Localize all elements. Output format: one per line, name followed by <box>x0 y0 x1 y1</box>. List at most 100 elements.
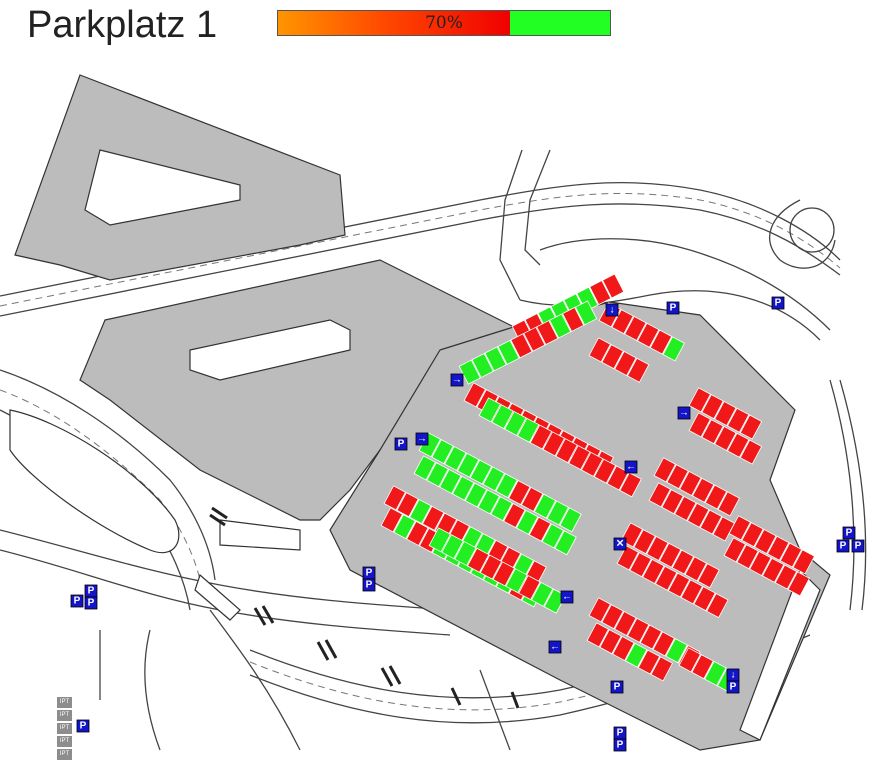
parking-space[interactable] <box>495 473 518 499</box>
parking-space[interactable] <box>728 515 751 541</box>
parking-space[interactable] <box>646 535 669 562</box>
parking-sign-icon[interactable]: P <box>851 539 865 553</box>
parking-sign-icon[interactable]: P <box>76 719 90 733</box>
parking-space[interactable] <box>741 522 764 548</box>
parking-space[interactable] <box>533 493 557 519</box>
parking-space[interactable] <box>554 530 577 556</box>
parking-sign-icon[interactable]: P <box>70 594 84 608</box>
parking-space[interactable] <box>508 480 531 506</box>
parking-space[interactable] <box>463 382 486 408</box>
arrow-left-sign-icon[interactable]: ← <box>548 640 562 654</box>
parking-space[interactable] <box>624 315 647 342</box>
parking-space[interactable] <box>688 412 711 438</box>
parking-space[interactable] <box>726 432 750 458</box>
parking-space[interactable] <box>505 568 528 594</box>
parking-space[interactable] <box>574 300 598 326</box>
parking-space[interactable] <box>593 458 617 484</box>
parking-space[interactable] <box>576 286 599 312</box>
parking-space[interactable] <box>549 313 572 339</box>
parking-space[interactable] <box>614 610 637 637</box>
parking-space[interactable] <box>541 523 564 549</box>
parking-sign-icon[interactable]: P <box>613 726 627 740</box>
parking-space[interactable] <box>649 329 673 355</box>
parking-space[interactable] <box>454 540 477 567</box>
arrow-right-sign-icon[interactable]: → <box>450 373 464 387</box>
parking-space[interactable] <box>626 617 650 643</box>
parking-space[interactable] <box>491 404 514 430</box>
parking-space[interactable] <box>588 337 611 363</box>
parking-space[interactable] <box>701 394 724 420</box>
parking-space[interactable] <box>650 656 673 682</box>
parking-space[interactable] <box>688 387 711 413</box>
parking-space[interactable] <box>691 477 715 503</box>
parking-space[interactable] <box>428 527 451 553</box>
parking-space[interactable] <box>515 509 539 535</box>
parking-sign-icon[interactable]: P <box>726 680 740 694</box>
parking-space[interactable] <box>520 486 544 512</box>
parking-space[interactable] <box>523 326 546 352</box>
parking-space[interactable] <box>626 357 650 383</box>
parking-space[interactable] <box>426 462 449 488</box>
parking-space[interactable] <box>586 622 609 648</box>
parking-space[interactable] <box>666 464 689 490</box>
parking-space[interactable] <box>706 593 729 619</box>
parking-space[interactable] <box>568 445 591 471</box>
parking-sign-icon[interactable]: P <box>610 680 624 694</box>
parking-space[interactable] <box>667 572 691 598</box>
parking-sign-icon[interactable]: P <box>842 526 856 540</box>
arrow-left-sign-icon[interactable]: ← <box>624 460 638 474</box>
parking-sign-icon[interactable]: P <box>771 296 785 310</box>
parking-space[interactable] <box>616 545 639 571</box>
parking-sign-icon[interactable]: P <box>362 578 376 592</box>
parking-space[interactable] <box>530 581 554 607</box>
parking-space[interactable] <box>601 344 624 370</box>
parking-space[interactable] <box>671 549 695 575</box>
parking-space[interactable] <box>490 496 513 522</box>
parking-space[interactable] <box>779 542 803 568</box>
closed-sign-icon[interactable]: ✕ <box>613 537 627 551</box>
parking-space[interactable] <box>503 503 526 529</box>
parking-space[interactable] <box>601 604 624 630</box>
parking-space[interactable] <box>749 550 772 577</box>
parking-space[interactable] <box>469 459 493 485</box>
parking-space[interactable] <box>543 588 567 614</box>
parking-space[interactable] <box>504 410 527 437</box>
parking-space[interactable] <box>477 489 500 515</box>
parking-space[interactable] <box>661 489 684 515</box>
parking-space[interactable] <box>466 547 490 573</box>
parking-space[interactable] <box>714 400 737 427</box>
parking-sign-icon[interactable]: P <box>84 596 98 610</box>
parking-space[interactable] <box>619 472 642 498</box>
parking-space[interactable] <box>652 631 675 657</box>
parking-space[interactable] <box>588 597 611 623</box>
parking-space[interactable] <box>726 407 750 433</box>
parking-space[interactable] <box>697 563 720 589</box>
parking-space[interactable] <box>528 516 552 542</box>
parking-space[interactable] <box>624 642 648 668</box>
parking-space[interactable] <box>739 414 763 440</box>
parking-space[interactable] <box>629 552 652 578</box>
parking-space[interactable] <box>633 529 656 555</box>
parking-space[interactable] <box>699 509 723 535</box>
parking-space[interactable] <box>653 457 676 483</box>
parking-space[interactable] <box>518 575 541 601</box>
parking-space[interactable] <box>792 549 815 575</box>
parking-space[interactable] <box>441 534 464 560</box>
parking-space[interactable] <box>599 629 622 655</box>
parking-space[interactable] <box>704 484 728 510</box>
parking-space[interactable] <box>542 431 565 457</box>
parking-space[interactable] <box>471 353 494 379</box>
parking-sign-icon[interactable]: P <box>84 584 98 598</box>
parking-sign-icon[interactable]: P <box>362 566 376 580</box>
arrow-down-sign-icon[interactable]: ↓ <box>605 303 619 317</box>
parking-space[interactable] <box>484 346 507 372</box>
parking-space[interactable] <box>639 624 663 650</box>
arrow-down-sign-icon[interactable]: ↓ <box>726 668 740 682</box>
parking-space[interactable] <box>380 507 403 533</box>
parking-space[interactable] <box>562 306 585 332</box>
parking-space[interactable] <box>787 571 810 597</box>
parking-space[interactable] <box>686 502 710 528</box>
parking-sign-icon[interactable]: P <box>836 539 850 553</box>
parking-space[interactable] <box>736 544 759 570</box>
parking-space[interactable] <box>680 579 703 605</box>
